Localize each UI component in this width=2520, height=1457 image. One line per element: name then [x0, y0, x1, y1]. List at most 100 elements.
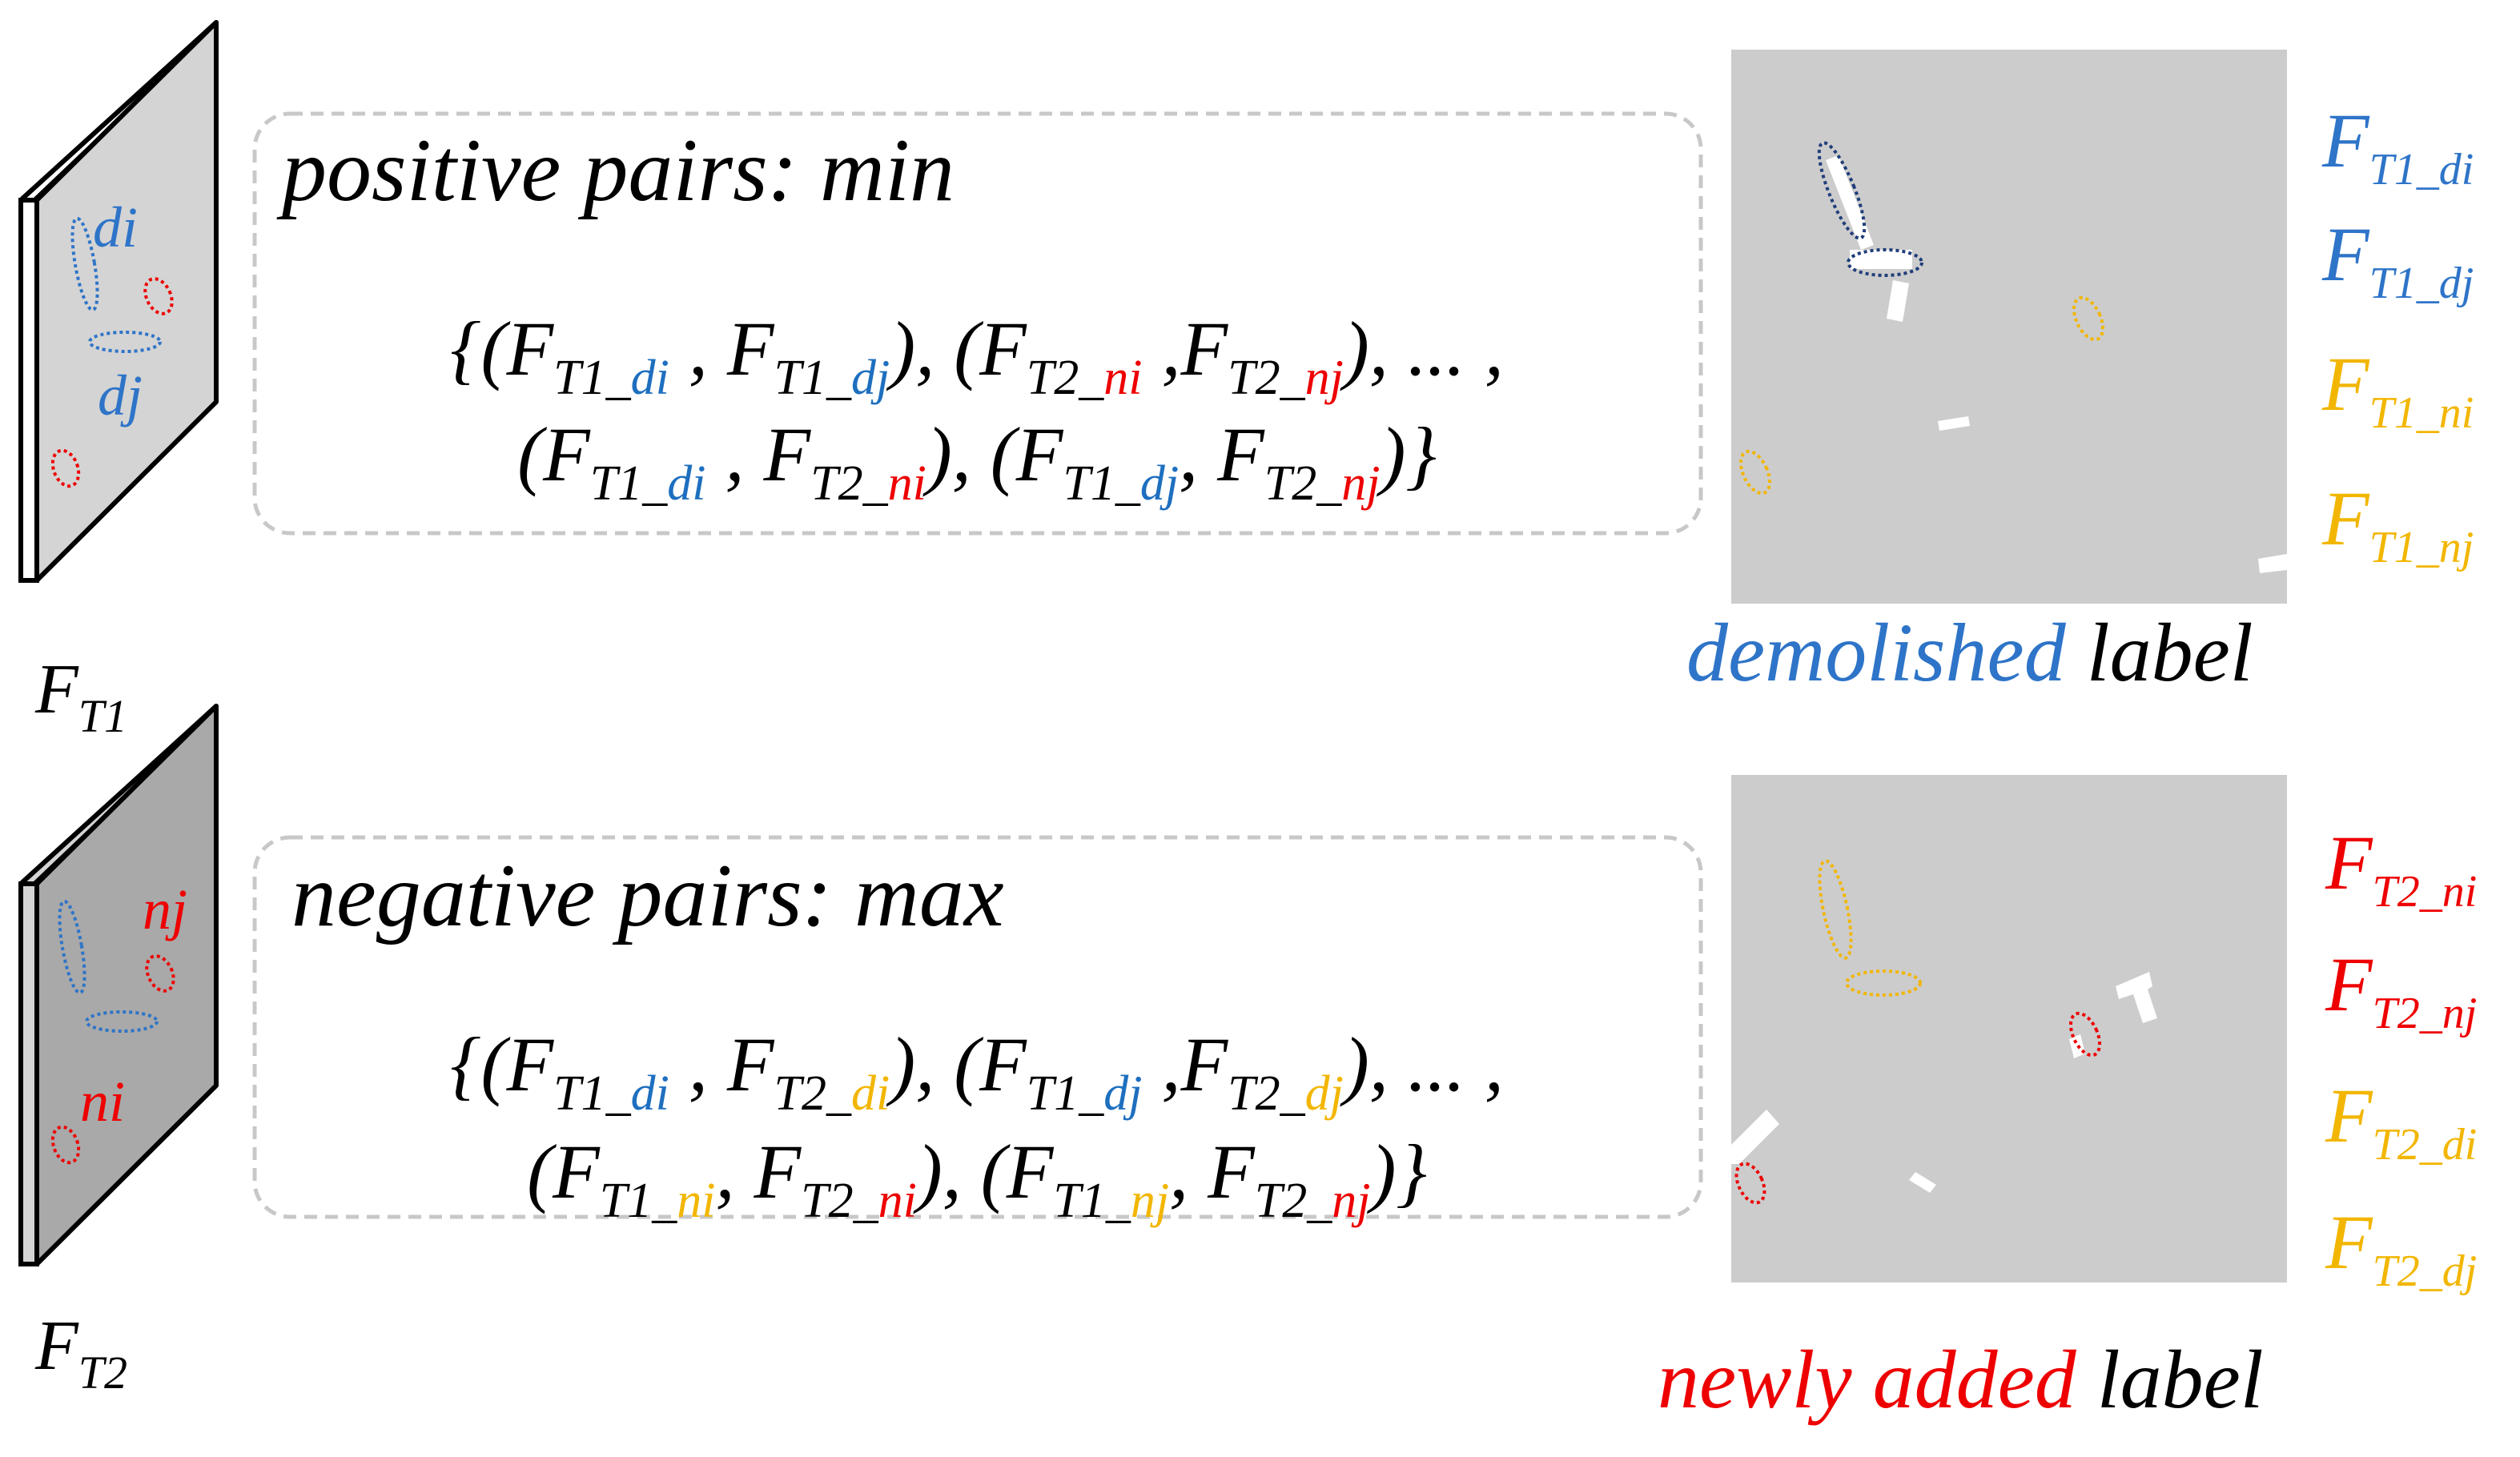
formula-token: ), ... , — [1340, 1022, 1504, 1107]
formula-token: ni — [1103, 351, 1142, 405]
demolished-blue-ellipse-horizontal — [1847, 248, 1923, 277]
feature-map-t2-caption: FT2 — [34, 1307, 127, 1399]
feature-map-t2: nj ni — [18, 704, 219, 1266]
formula-token: ), (F — [913, 1129, 1055, 1214]
legend-entry-ft2-ni: FT2_ni — [2325, 820, 2477, 917]
legend-entry-ft2-nj: FT2_nj — [2325, 941, 2477, 1038]
formula-token: ), (F — [886, 306, 1027, 391]
formula-token: T1_ — [1063, 456, 1140, 511]
added-label-caption: newly added label — [1658, 1334, 2264, 1426]
legend-entry-ft1-dj: FT1_dj — [2321, 211, 2474, 308]
added-label-panel: newly added label FT2_ni FT2_nj FT2_di F… — [1658, 775, 2477, 1426]
feature-map-t1-caption: FT1 — [34, 651, 127, 742]
legend-main: F — [2325, 941, 2373, 1027]
formula-token: T2_ — [810, 456, 888, 511]
negative-pairs-box: negative pairs: max {(FT1_di , FT2_di), … — [252, 835, 1703, 1228]
legend-main: F — [2325, 1199, 2373, 1285]
added-orange-ellipse-vertical — [1818, 859, 1853, 960]
legend-sub: T1_di — [2369, 145, 2474, 195]
formula-token: ), (F — [922, 411, 1064, 497]
formula-token: T2_ — [1264, 456, 1342, 511]
formula-token: T1_ — [774, 351, 852, 405]
positive-pairs-border — [252, 111, 1703, 536]
formula-token: nj — [1332, 1174, 1370, 1228]
formula-token: ni — [888, 456, 926, 511]
formula-token: , F — [1179, 411, 1265, 497]
legend-main: F — [2321, 211, 2370, 297]
t1-red-ellipse-lower — [50, 448, 81, 488]
legend-entry-ft1-nj: FT1_nj — [2321, 476, 2474, 572]
building-footprint — [1731, 1110, 1779, 1164]
legend-main: F — [2325, 820, 2373, 905]
negative-pairs-border — [252, 835, 1703, 1219]
positive-pairs-formula-line1: {(FT1_di , FT1_dj), (FT2_ni ,FT2_nj), ..… — [450, 306, 1504, 405]
formula-token: dj — [1103, 1066, 1142, 1121]
feature-map-t2-face — [34, 704, 219, 1266]
added-orange-ellipse-horizontal — [1845, 969, 1922, 997]
legend-main: F — [2321, 476, 2370, 561]
formula-token: )} — [1366, 1129, 1426, 1214]
formula-token: T1_ — [553, 1066, 631, 1121]
legend-sub: T2_di — [2373, 1120, 2478, 1170]
formula-token: , F — [669, 306, 775, 391]
added-red-ellipse-lower — [1734, 1162, 1766, 1205]
formula-token: di — [631, 351, 669, 405]
positive-pairs-box: positive pairs: min {(FT1_di , FT1_dj), … — [252, 111, 1703, 536]
negative-pairs-title: negative pairs: max — [291, 846, 1004, 945]
formula-token: ni — [677, 1174, 715, 1228]
building-footprint — [2258, 554, 2287, 573]
formula-token: T2_ — [1255, 1174, 1332, 1228]
t2-label-nj: nj — [143, 877, 187, 941]
added-legend: FT2_ni FT2_nj FT2_di FT2_dj — [2325, 820, 2477, 1296]
formula-token: ,F — [1143, 1022, 1229, 1107]
legend-entry-ft1-ni: FT1_ni — [2321, 341, 2474, 438]
formula-token: ,F — [1143, 306, 1229, 391]
t1-red-ellipse-upper — [143, 277, 174, 315]
added-label-image — [1731, 775, 2287, 1282]
formula-token: T2_ — [1228, 351, 1305, 405]
formula-token: nj — [1341, 456, 1380, 511]
formula-token: T2_ — [774, 1066, 852, 1121]
legend-sub: T1_ni — [2369, 388, 2474, 438]
building-footprint — [2116, 972, 2157, 1023]
formula-token: {(F — [450, 306, 554, 391]
formula-token: , F — [669, 1022, 775, 1107]
added-red-ellipse-upper — [2068, 1011, 2102, 1058]
added-building-marks — [1731, 972, 2157, 1193]
positive-pairs-formula-line2: (FT1_di , FT2_ni), (FT1_dj, FT2_nj)} — [517, 411, 1437, 511]
legend-entry-ft1-di: FT1_di — [2321, 98, 2474, 195]
formula-token: dj — [851, 351, 890, 405]
demolished-label-image — [1731, 50, 2287, 604]
t1-blue-ellipse-vertical — [70, 216, 99, 312]
demolished-orange-ellipse-lower — [1738, 449, 1772, 496]
formula-token: (F — [527, 1129, 601, 1214]
demolished-label-panel: demolished label FT1_di FT1_dj FT1_ni FT… — [1686, 50, 2474, 699]
formula-token: T1_ — [1027, 1066, 1104, 1121]
formula-token: T1_ — [590, 456, 668, 511]
formula-token: T2_ — [1228, 1066, 1305, 1121]
formula-token: ), (F — [886, 1022, 1027, 1107]
formula-token: ni — [878, 1174, 917, 1228]
formula-token: di — [631, 1066, 669, 1121]
positive-pairs-title: positive pairs: min — [276, 121, 955, 220]
legend-sub: T1_nj — [2369, 523, 2474, 572]
feature-map-t1-face — [34, 20, 219, 583]
formula-token: T2_ — [1027, 351, 1104, 405]
t1-label-di: di — [93, 195, 138, 259]
legend-sub: T2_nj — [2373, 989, 2478, 1038]
legend-main: F — [2321, 98, 2370, 183]
t1-label-dj: dj — [98, 363, 143, 427]
formula-token: T1_ — [1053, 1174, 1131, 1228]
demolished-blue-ellipse-vertical — [1817, 141, 1867, 240]
building-footprint — [1826, 155, 1874, 250]
legend-main: F — [2325, 1073, 2373, 1158]
t2-red-ellipse-upper — [145, 954, 175, 993]
formula-token: , F — [705, 411, 811, 497]
formula-token: T1_ — [600, 1174, 677, 1228]
formula-token: di — [667, 456, 705, 511]
legend-sub: T2_dj — [2373, 1246, 2478, 1296]
legend-main: F — [2321, 341, 2370, 427]
formula-token: , F — [715, 1129, 802, 1214]
feature-map-t1: di dj — [18, 20, 219, 583]
